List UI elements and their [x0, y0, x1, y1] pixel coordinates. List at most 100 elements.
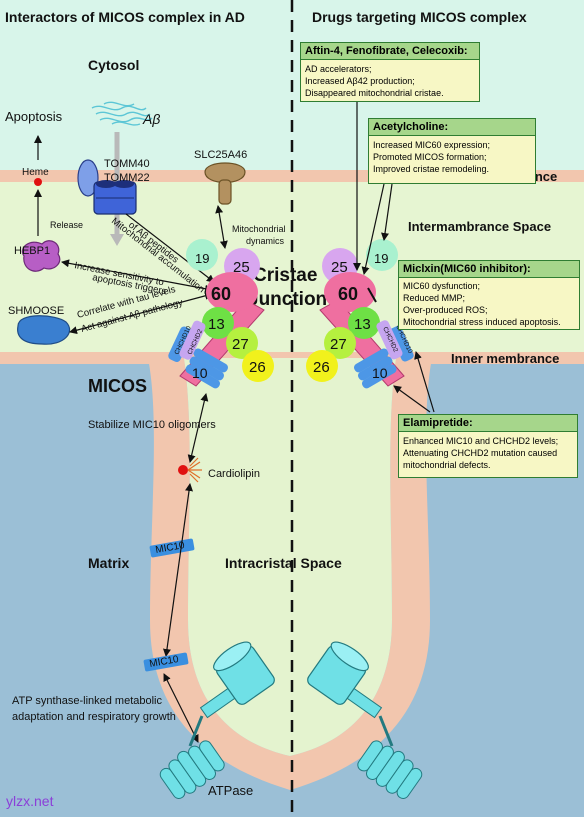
atp-label-1: ATP synthase-linked metabolic — [12, 695, 162, 707]
micos-left — [168, 239, 274, 389]
mic27-left-num: 27 — [232, 336, 249, 353]
slc25a46-to-mic60-arrow — [215, 205, 228, 249]
heme-label: Heme — [22, 167, 49, 178]
shmoose-label: SHMOOSE — [8, 305, 64, 317]
mic19-right — [366, 239, 398, 271]
right-header: Drugs targeting MICOS complex — [312, 9, 527, 25]
aftin-box: Aftin-4, Fenofibrate, Celecoxib: AD acce… — [300, 42, 480, 102]
mic10-b-label: MIC10 — [149, 654, 180, 670]
mic60-left — [206, 272, 258, 312]
mic13-right — [348, 307, 380, 339]
acetylcholine-line: Improved cristae remodeling. — [373, 164, 490, 174]
miclxin-line: Mitochondrial stress induced apoptosis. — [403, 317, 561, 327]
mic27-right-num: 27 — [330, 336, 347, 353]
elami-to-chchd2-arrow — [414, 351, 435, 413]
hebp1-protein — [21, 240, 61, 272]
cardiolipin-molecule — [178, 457, 202, 483]
atpase-left — [159, 641, 275, 799]
miclxin-line: Over-produced ROS; — [403, 305, 488, 315]
hebp1-label: HEBP1 — [14, 245, 50, 257]
mic27-right — [324, 327, 356, 359]
junction-label: Junction — [248, 289, 327, 310]
tomm40-label: TOMM40 — [104, 158, 150, 170]
mic25-left-num: 25 — [233, 259, 250, 276]
matrix-label: Matrix — [88, 555, 129, 571]
slc25a46-protein — [204, 162, 246, 205]
mic25-right-num: 25 — [331, 259, 348, 276]
acetylcholine-box: Acetylcholine: Increased MIC60 expressio… — [368, 118, 536, 184]
inner-membrane-label: Inner membrance — [451, 351, 559, 366]
mic26-right-num: 26 — [313, 359, 330, 376]
shmoose-mic60-arrow — [69, 291, 213, 335]
mic10-transport-arrow — [163, 483, 193, 657]
mic26-left — [242, 350, 274, 382]
heme-dot — [34, 178, 42, 186]
cardiolipin-label: Cardiolipin — [208, 468, 260, 480]
miclxin-line: Reduced MMP; — [403, 293, 466, 303]
aftin-title: Aftin-4, Fenofibrate, Celecoxib: — [301, 43, 479, 60]
atpase-label: ATPase — [208, 783, 253, 798]
elamipretide-line: Attenuating CHCHD2 mutation caused — [403, 448, 558, 458]
intracristal-label: Intracristal Space — [225, 555, 342, 571]
mic19-left — [186, 239, 218, 271]
miclxin-line: MIC60 dysfunction; — [403, 281, 481, 291]
chchd2-left — [168, 320, 206, 362]
release-label: Release — [50, 220, 83, 230]
acetylcholine-line: Promoted MICOS formation; — [373, 152, 487, 162]
watermark: ylzx.net — [6, 793, 54, 809]
crista-membrane — [148, 358, 432, 790]
chchd2-right — [376, 320, 414, 362]
mito-dynamics-label-1: Mitochondrial — [232, 224, 286, 234]
miclxin-box: Miclxin(MIC60 inhibitor): MIC60 dysfunct… — [398, 260, 580, 330]
atpase-right — [307, 641, 423, 799]
cristae-label: Cristae — [253, 265, 317, 286]
mic10-atpase-arrow — [163, 673, 199, 743]
shmoose-protein — [17, 315, 71, 345]
micos-right — [306, 239, 414, 389]
ims-label: Intermambrance Space — [408, 219, 551, 234]
mic26-right — [306, 350, 338, 382]
mic10-right — [354, 348, 397, 389]
micos-label: MICOS — [88, 376, 147, 396]
aftin-line: Increased Aβ42 production; — [305, 76, 415, 86]
abeta-import-arrowhead — [110, 234, 124, 246]
mic60-left-num: 60 — [211, 284, 231, 304]
ach-to-mic60-arrow — [361, 183, 385, 275]
ach-to-mic19-arrow — [381, 183, 393, 241]
elami-to-mic10-arrow — [393, 385, 431, 413]
mic10-left — [185, 348, 228, 389]
hebp1-mic60-arrow — [61, 259, 213, 293]
mito-dynamics-label-2: dynamics — [246, 236, 285, 246]
mic27-left — [226, 327, 258, 359]
mic19-left-num: 19 — [195, 251, 209, 266]
mic10-b-block — [143, 652, 189, 672]
miclxin-inhibit-line — [367, 287, 377, 303]
tomm-complex — [77, 159, 137, 215]
elamipretide-line: Enhanced MIC10 and CHCHD2 levels; — [403, 436, 559, 446]
mic60-right-num: 60 — [338, 284, 358, 304]
mic13-left-num: 13 — [208, 316, 225, 333]
elamipretide-box: Elamipretide: Enhanced MIC10 and CHCHD2 … — [398, 414, 578, 478]
mic13-left — [202, 307, 234, 339]
apoptosis-label: Apoptosis — [5, 109, 63, 124]
mic60-right — [324, 272, 376, 312]
slc25a46-label: SLC25A46 — [194, 149, 247, 161]
mic10-right-num: 10 — [372, 365, 388, 381]
abeta-label: Aβ — [142, 111, 160, 127]
aftin-line: AD accelerators; — [305, 64, 372, 74]
acetylcholine-title: Acetylcholine: — [369, 119, 535, 136]
cytosol-label: Cytosol — [88, 57, 139, 73]
elamipretide-title: Elamipretide: — [399, 415, 577, 432]
left-header: Interactors of MICOS complex in AD — [5, 9, 245, 25]
stabilize-label: Stabilize MIC10 oligomers — [88, 419, 216, 431]
miclxin-title: Miclxin(MIC60 inhibitor): — [399, 261, 579, 278]
mic10-left-num: 10 — [192, 365, 208, 381]
atp-label-2: adaptation and respiratory growth — [12, 711, 176, 723]
aftin-line: Disappeared mitochondrial cristae. — [305, 88, 444, 98]
abeta-fibrils — [91, 101, 153, 126]
mic26-left-num: 26 — [249, 359, 266, 376]
mic19-right-num: 19 — [374, 251, 388, 266]
elamipretide-line: mitochondrial defects. — [403, 460, 491, 470]
mic13-right-num: 13 — [354, 316, 371, 333]
